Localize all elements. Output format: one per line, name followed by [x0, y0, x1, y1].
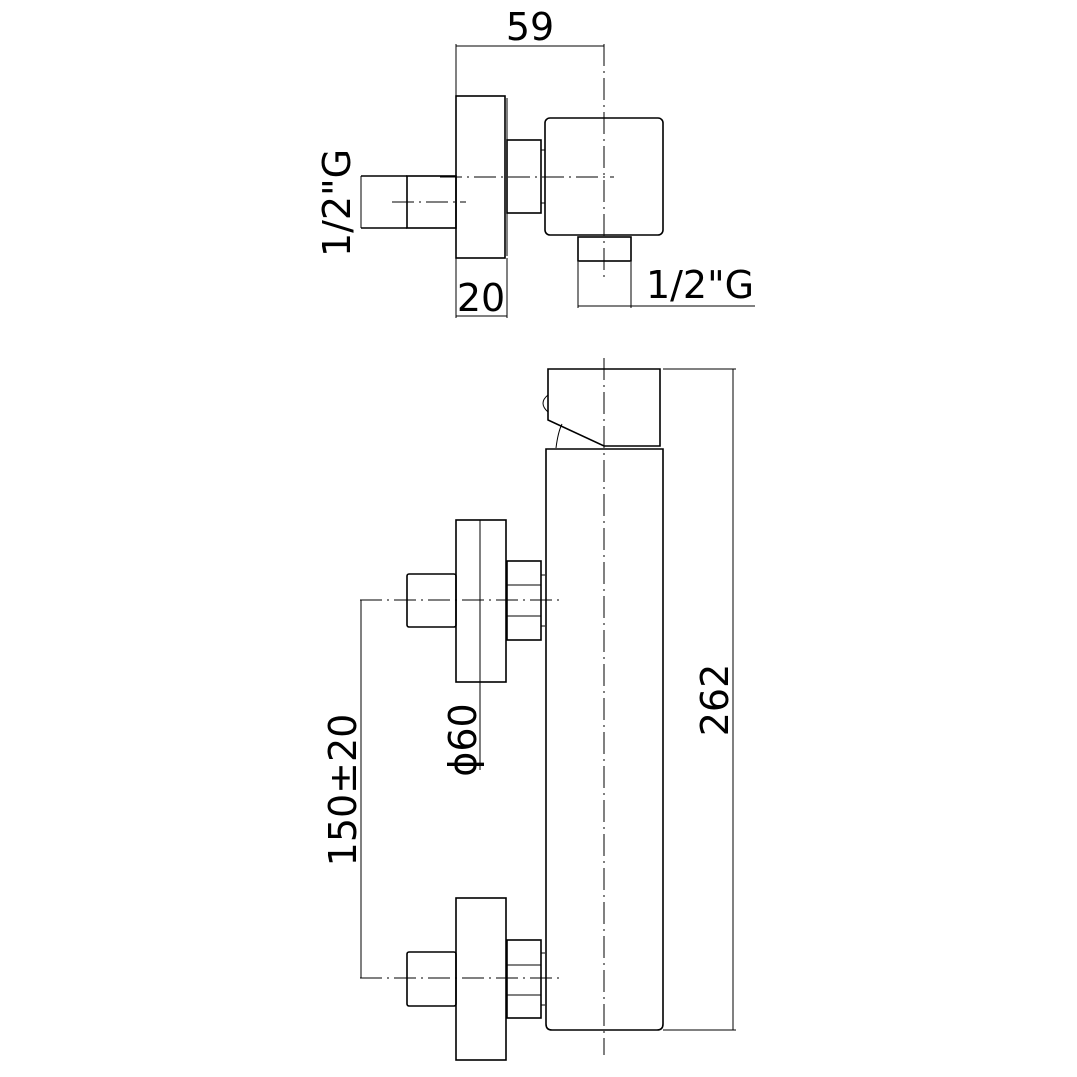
outlet-fitting — [577, 236, 632, 262]
dim-label-inlet-thread: 1/2"G — [315, 149, 359, 257]
dim-label-flange-diameter: ϕ60 — [441, 703, 485, 776]
front-view: 262 ϕ60 150±20 — [321, 358, 737, 1061]
valve-body — [545, 448, 664, 1031]
dim-label-height: 262 — [693, 664, 737, 737]
lower-inlet — [360, 897, 560, 1061]
knob-indicator — [542, 394, 549, 413]
wall-flange — [455, 519, 507, 683]
wall-flange — [455, 897, 507, 1061]
dim-label-flange-depth: 20 — [457, 276, 505, 320]
knob-arc — [555, 423, 563, 449]
inlet-pipe — [406, 951, 457, 1007]
dim-label-inlet-spacing: 150±20 — [321, 714, 365, 867]
dim-label-width: 59 — [506, 5, 554, 49]
dim-label-outlet-thread: 1/2"G — [646, 263, 754, 307]
valve-body-top — [544, 117, 664, 236]
top-view: 59 1/2"G 20 1/2"G — [315, 5, 755, 320]
hex-nut — [506, 939, 542, 1019]
upper-inlet — [360, 519, 560, 683]
